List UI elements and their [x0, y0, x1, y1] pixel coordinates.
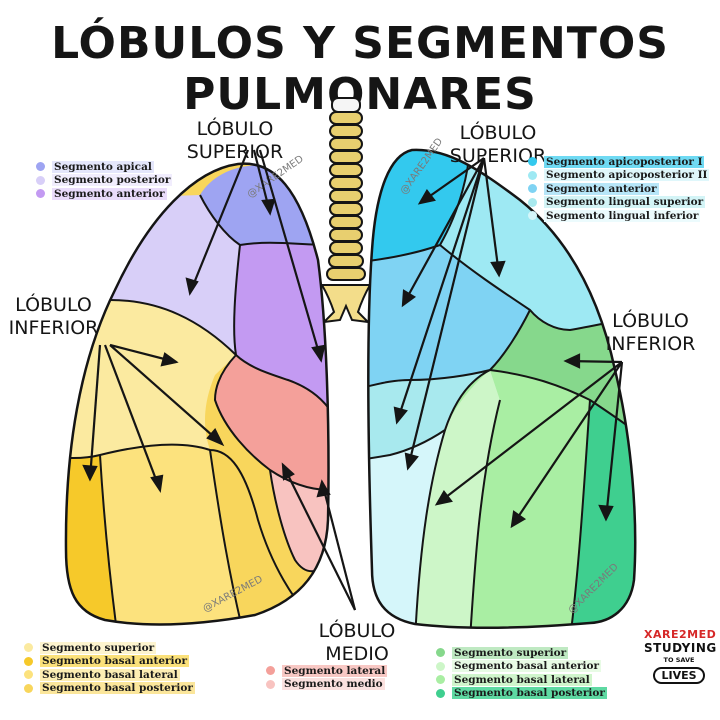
segment-basal-anterior-left	[415, 370, 500, 628]
label-left-superior: LÓBULO SUPERIOR	[449, 122, 547, 167]
legend-text: Segmento superior	[40, 641, 157, 654]
legend-text: Segmento lingual superior	[544, 196, 706, 209]
legend-item: Segmento apical	[36, 160, 172, 174]
segment-basal-posterior-left	[570, 400, 636, 628]
label-medio: LÓBULO MEDIO	[318, 620, 396, 665]
trachea	[320, 97, 372, 324]
logo-line1: XARE2MED	[644, 628, 717, 641]
label-left-inferior: LÓBULO INFERIOR	[603, 310, 698, 356]
label-right-inferior-line2: INFERIOR	[8, 317, 99, 339]
legend-dot	[24, 670, 33, 680]
legend-item: Segmento medio	[266, 678, 387, 692]
legend-text: Segmento superior	[452, 646, 569, 659]
legend-text: Segmento posterior	[52, 174, 173, 187]
legend-text: Segmento lateral	[282, 664, 388, 677]
legend-right-inferior: Segmento superior Segmento basal anterio…	[24, 641, 195, 695]
segment-basal-lateral-left	[470, 370, 590, 628]
legend-dot	[36, 162, 45, 172]
label-right-inferior-line1: LÓBULO	[15, 294, 92, 316]
legend-dot	[24, 656, 33, 666]
legend-dot	[528, 197, 537, 207]
legend-item: Segmento apicoposterior I	[528, 155, 709, 169]
legend-dot	[36, 189, 45, 199]
legend-right-superior: Segmento apical Segmento posterior Segme…	[36, 160, 173, 201]
segment-basal-anterior	[65, 455, 118, 625]
legend-text: Segmento basal anterior	[40, 655, 190, 668]
legend-item: Segmento superior	[436, 646, 607, 660]
legend-text: Segmento apical	[52, 160, 154, 173]
legend-item: Segmento apicoposterior II	[528, 169, 710, 183]
legend-item: Segmento anterior	[528, 182, 709, 196]
arrows	[82, 149, 624, 611]
legend-text: Segmento anterior	[52, 187, 167, 200]
logo-line4: LIVES	[653, 667, 705, 684]
legend-item: Segmento basal lateral	[24, 668, 195, 682]
legend-item: Segmento lingual superior	[528, 196, 709, 210]
legend-item: Segmento lateral	[266, 664, 388, 678]
legend-text: Segmento basal anterior	[452, 660, 602, 673]
legend-item: Segmento superior	[24, 641, 195, 655]
legend-dot	[528, 170, 537, 180]
label-right-superior: LÓBULO SUPERIOR	[186, 118, 284, 163]
legend-dot	[24, 683, 33, 693]
legend-item: Segmento basal posterior	[436, 687, 607, 701]
legend-item: Segmento basal lateral	[436, 673, 607, 687]
legend-text: Segmento anterior	[544, 182, 659, 195]
legend-item: Segmento basal posterior	[24, 682, 195, 696]
legend-dot	[528, 157, 537, 167]
segment-basal-lateral	[100, 444, 245, 625]
segment-lateral-medio	[215, 355, 329, 490]
segment-basal-posterior	[210, 450, 329, 625]
legend-left-superior: Segmento apicoposterior I Segmento apico…	[528, 155, 710, 223]
legend-item: Segmento basal anterior	[24, 655, 195, 669]
label-right-inferior: LÓBULO INFERIOR	[6, 294, 101, 340]
segment-medio	[270, 470, 329, 572]
legend-text: Segmento basal posterior	[452, 687, 607, 700]
legend-item: Segmento basal anterior	[436, 660, 607, 674]
legend-item: Segmento posterior	[36, 174, 173, 188]
legend-left-inferior: Segmento superior Segmento basal anterio…	[436, 646, 607, 700]
legend-medio: Segmento lateral Segmento medio	[266, 664, 388, 692]
left-lung	[368, 149, 636, 628]
brand-logo: XARE2MED STUDYING TO SAVE LIVES	[644, 628, 717, 684]
legend-dot	[24, 643, 33, 653]
left-lung-outline	[366, 148, 637, 629]
legend-text: Segmento apicoposterior II	[544, 169, 710, 182]
legend-dot	[266, 679, 275, 689]
segment-lingual-superior	[368, 370, 490, 460]
page-title: LÓBULOS Y SEGMENTOS PULMONARES	[51, 18, 669, 120]
legend-dot	[436, 688, 445, 698]
legend-dot	[436, 675, 445, 685]
legend-item: Segmento lingual inferior	[528, 209, 709, 223]
legend-text: Segmento basal posterior	[40, 682, 195, 695]
label-left-inferior-line1: LÓBULO	[612, 310, 689, 332]
legend-text: Segmento basal lateral	[452, 673, 592, 686]
legend-text: Segmento basal lateral	[40, 668, 180, 681]
legend-text: Segmento apicoposterior I	[544, 155, 705, 168]
legend-dot	[528, 184, 537, 194]
legend-dot	[436, 648, 445, 658]
right-lung	[65, 163, 329, 625]
logo-line3: TO SAVE	[663, 656, 695, 664]
right-lung-outline	[64, 162, 330, 626]
legend-text: Segmento medio	[282, 678, 385, 691]
legend-dot	[436, 661, 445, 671]
legend-dot	[266, 666, 275, 676]
label-left-inferior-line2: INFERIOR	[605, 333, 696, 355]
logo-line2: STUDYING	[644, 641, 717, 655]
legend-text: Segmento lingual inferior	[544, 209, 701, 222]
segment-lingual-inferior	[368, 430, 445, 628]
legend-dot	[528, 211, 537, 221]
legend-dot	[36, 175, 45, 185]
legend-item: Segmento anterior	[36, 187, 172, 201]
